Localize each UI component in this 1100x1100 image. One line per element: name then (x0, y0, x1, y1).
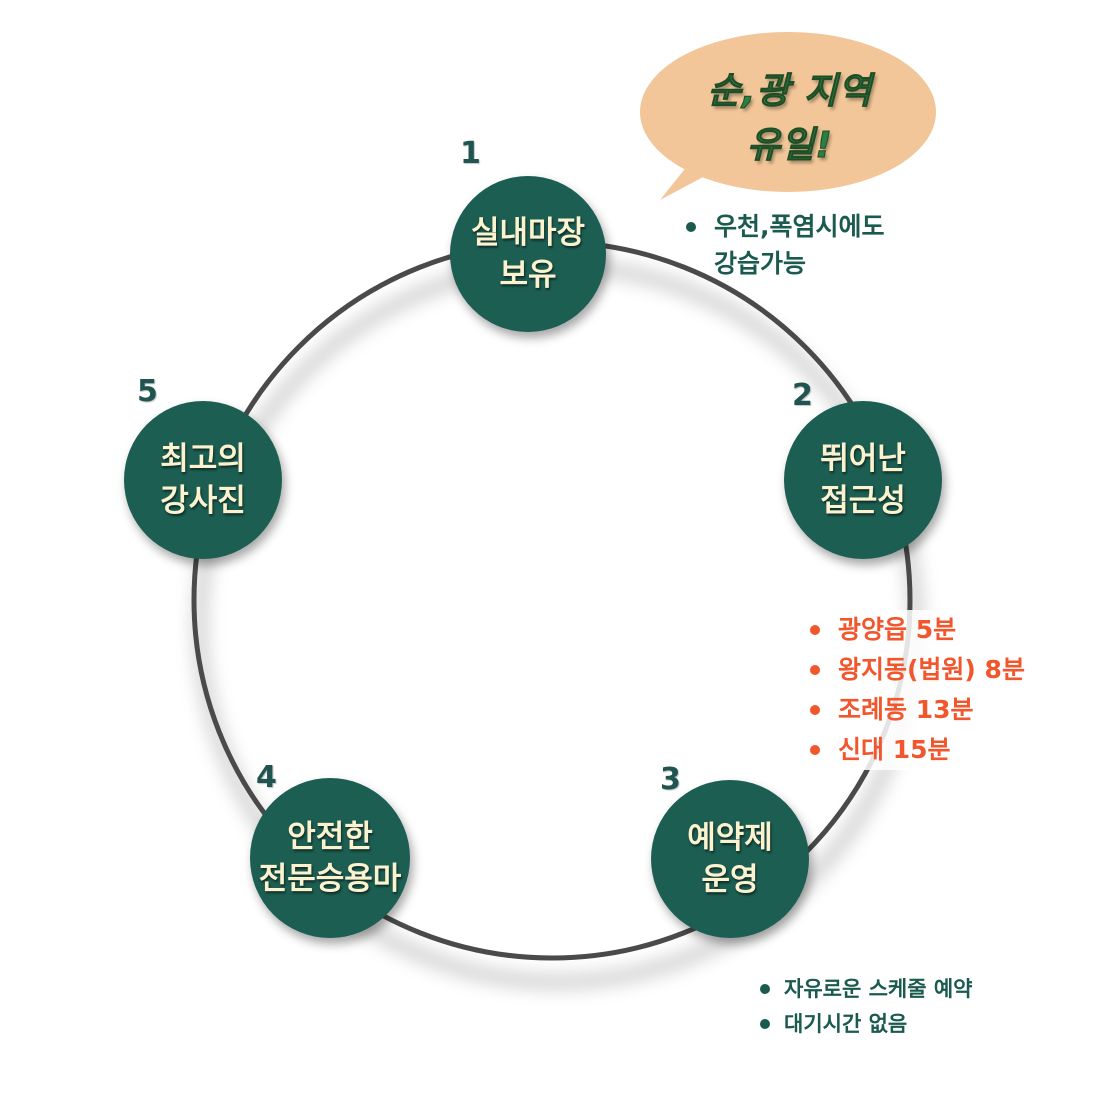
list-item: 왕지동(법원) 8분 (806, 650, 1025, 690)
node-5-number: 5 (137, 374, 158, 409)
node-1-line-1: 실내마장 (470, 215, 586, 251)
bullet-icon (810, 625, 820, 635)
list-item: 신대 15분 (806, 730, 1025, 770)
node-2-number: 2 (792, 378, 813, 413)
note-reservation: 자유로운 스케줄 예약 대기시간 없음 (756, 972, 973, 1042)
list-item: 자유로운 스케줄 예약 (756, 972, 973, 1007)
node-indoor-arena: 실내마장 보유 (450, 176, 606, 332)
node-safe-horses: 안전한 전문승용마 (250, 778, 410, 938)
bullet-icon (810, 705, 820, 715)
callout-line-2: 유일! (747, 125, 833, 167)
node-4-number: 4 (256, 760, 277, 795)
bullet-icon (760, 1019, 770, 1029)
list-item: 대기시간 없음 (756, 1007, 973, 1042)
note-indoor-text-2: 강습가능 (714, 249, 807, 278)
bullet-icon (760, 984, 770, 994)
node-instructors: 최고의 강사진 (124, 401, 282, 559)
node-3-number: 3 (660, 762, 681, 797)
callout-line-1: 순,광 지역 (707, 71, 873, 113)
note-indoor-arena: 우천,폭염시에도 강습가능 (682, 208, 885, 282)
list-item: 광양읍 5분 (806, 610, 1025, 650)
node-1-number: 1 (460, 136, 481, 171)
node-4-line-2: 전문승용마 (258, 861, 402, 897)
bullet-icon (810, 745, 820, 755)
bullet-icon (686, 222, 696, 232)
node-accessibility: 뛰어난 접근성 (784, 401, 942, 559)
node-3-line-1: 예약제 (687, 820, 773, 856)
list-item: 조례동 13분 (806, 690, 1025, 730)
note-indoor-text-1: 우천,폭염시에도 (714, 212, 885, 241)
list-item: 강습가능 (682, 245, 885, 282)
note-access-text-1: 광양읍 5분 (838, 615, 957, 644)
note-access-text-2: 왕지동(법원) 8분 (838, 655, 1025, 684)
note-access-text-4: 신대 15분 (838, 735, 951, 764)
node-reservation: 예약제 운영 (651, 780, 809, 938)
node-5-line-2: 강사진 (160, 483, 246, 519)
node-2-line-2: 접근성 (820, 483, 906, 519)
node-4-line-1: 안전한 (287, 819, 373, 855)
node-3-line-2: 운영 (701, 862, 759, 898)
node-2-line-1: 뛰어난 (820, 441, 906, 477)
bullet-icon (810, 665, 820, 675)
node-1-line-2: 보유 (499, 257, 557, 293)
note-accessibility: 광양읍 5분 왕지동(법원) 8분 조례동 13분 신대 15분 (806, 610, 1025, 770)
note-reservation-text-1: 자유로운 스케줄 예약 (784, 977, 973, 1001)
note-reservation-text-2: 대기시간 없음 (784, 1012, 908, 1036)
node-5-line-1: 최고의 (160, 441, 246, 477)
speech-bubble (640, 32, 936, 192)
list-item: 우천,폭염시에도 (682, 208, 885, 245)
note-access-text-3: 조례동 13분 (838, 695, 974, 724)
